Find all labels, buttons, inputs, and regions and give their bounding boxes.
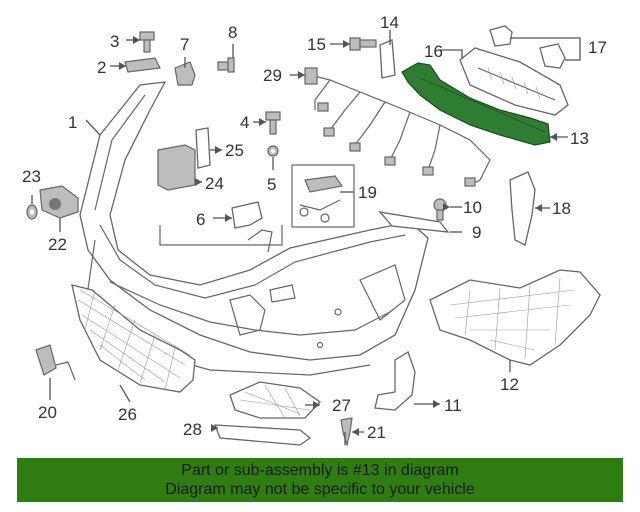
bracket-25-part: [195, 127, 211, 169]
callout-27: 27: [332, 396, 351, 415]
callout-12: 12: [500, 375, 519, 394]
sensor-kit-19-part: [291, 164, 355, 228]
callout-24: 24: [205, 174, 224, 193]
clip-2-part: [124, 57, 161, 73]
callout-5: 5: [267, 175, 276, 194]
bolt-3-part: [139, 31, 155, 53]
callout-15: 15: [307, 35, 326, 54]
banner-line-1: Part or sub-assembly is #13 in diagram: [181, 462, 459, 479]
callout-13: 13: [570, 129, 589, 148]
impact-bar-part: [429, 269, 601, 366]
upper-absorber-part: [459, 47, 569, 116]
bracket-6-part: [231, 201, 263, 229]
callout-29: 29: [263, 66, 282, 85]
callout-16: 16: [424, 42, 443, 61]
bolt-15-part: [349, 37, 377, 51]
bracket-20-part: [35, 344, 76, 381]
ring-23-part: [26, 204, 38, 220]
callout-14: 14: [380, 13, 399, 32]
sensor-22-part: [39, 185, 79, 219]
bolt-4-part: [265, 111, 281, 135]
callout-25: 25: [225, 141, 244, 160]
callout-17: 17: [588, 38, 607, 57]
clip-7-part: [174, 61, 196, 86]
callout-9: 9: [472, 223, 481, 242]
banner-line-2: Diagram may not be specific to your vehi…: [165, 481, 475, 498]
callout-21: 21: [367, 423, 386, 442]
leader-lines: [31, 30, 581, 445]
lower-grille-part: [71, 284, 196, 393]
callout-10: 10: [463, 198, 482, 217]
leader-arrowheads: [119, 36, 557, 436]
callout-20: 20: [38, 403, 57, 422]
fog-lamp-bezel-part: [229, 381, 321, 419]
side-bracket-11-part: [374, 351, 416, 411]
side-bracket-18-part: [509, 171, 536, 246]
callout-18: 18: [552, 199, 571, 218]
callout-26: 26: [118, 405, 137, 424]
absorber-highlighted-part: [401, 62, 551, 146]
callout-7: 7: [180, 35, 189, 54]
screw-8-part: [217, 57, 235, 73]
wiring-harness-part: [304, 67, 491, 187]
fastener-21-part: [340, 417, 353, 448]
callout-19: 19: [358, 183, 377, 202]
washer-5-part: [267, 145, 279, 157]
trim-9-part: [378, 211, 450, 233]
callout-6: 6: [196, 210, 205, 229]
callout-1: 1: [68, 113, 77, 132]
callout-28: 28: [183, 420, 202, 439]
callout-11: 11: [444, 396, 462, 415]
bracket-pair-part: [489, 25, 566, 69]
callout-3: 3: [110, 32, 119, 51]
callout-23: 23: [22, 167, 41, 186]
callout-22: 22: [48, 235, 67, 254]
callout-4: 4: [240, 113, 249, 132]
bracket-14-part: [379, 39, 396, 79]
callout-8: 8: [228, 23, 237, 42]
callout-2: 2: [97, 58, 106, 77]
info-banner: Part or sub-assembly is #13 in diagram D…: [17, 458, 623, 502]
callout-labels: 1 2 3 4 5 6 7 8 9 10 11 12 13 14 15 16 1…: [22, 13, 607, 442]
trim-strip-part: [214, 424, 312, 446]
module-24-part: [157, 144, 196, 191]
